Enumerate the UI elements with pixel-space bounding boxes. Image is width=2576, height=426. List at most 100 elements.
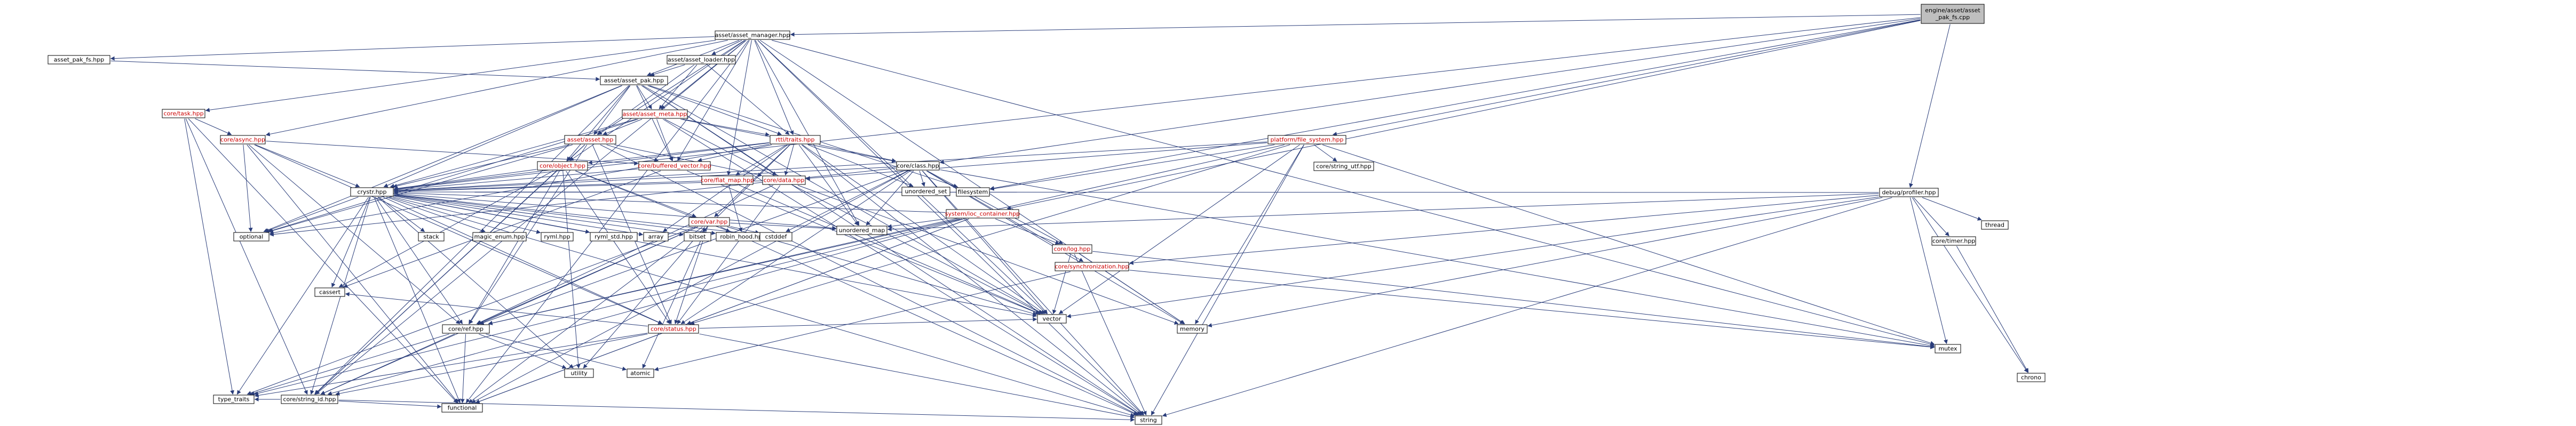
edge-object-to-crystr bbox=[393, 169, 537, 191]
edge-data-to-status bbox=[677, 185, 781, 325]
edge-var-to-umap bbox=[730, 222, 837, 231]
edge-apfs-to-ap bbox=[110, 60, 600, 82]
edge-asset-to-optional bbox=[268, 144, 573, 233]
edge-profiler-to-vector bbox=[1066, 196, 1879, 318]
node-rtraits[interactable]: rtti/traits.hpp bbox=[770, 135, 821, 144]
edge-object-to-status bbox=[566, 171, 670, 325]
node-label: crystr.hpp bbox=[357, 189, 386, 196]
node-ioc[interactable]: system/ioc_container.hpp bbox=[945, 209, 1020, 219]
node-label: bitset bbox=[689, 234, 706, 240]
edge-root-to-crystr bbox=[393, 17, 1921, 191]
node-root[interactable]: engine/asset/asset_pak_fs.cpp bbox=[1921, 4, 1985, 24]
node-label: string bbox=[1140, 417, 1157, 424]
node-label: vector bbox=[1043, 316, 1061, 323]
node-box bbox=[590, 232, 638, 242]
node-label: core/string_id.hpp bbox=[283, 396, 336, 403]
file-nodes: engine/asset/asset_pak_fs.cpp asset/asset… bbox=[47, 4, 2046, 425]
edge-status-to-vector bbox=[699, 317, 1037, 329]
node-label: core/buffered_vector.hpp bbox=[638, 163, 711, 170]
node-vector: vector bbox=[1037, 314, 1067, 324]
node-box bbox=[472, 232, 527, 242]
node-pfs[interactable]: platform/file_system.hpp bbox=[1267, 135, 1346, 144]
node-apfs[interactable]: asset_pak_fs.hpp bbox=[47, 55, 110, 65]
edge-task-to-sid bbox=[185, 118, 308, 395]
node-umap: unordered_map bbox=[836, 226, 887, 235]
edge-ref-to-utility bbox=[479, 334, 567, 369]
node-box bbox=[541, 232, 574, 242]
edge-crystr-to-robin bbox=[394, 194, 716, 235]
node-async[interactable]: core/async.hpp bbox=[220, 135, 266, 144]
node-strutf[interactable]: core/string_utf.hpp bbox=[1313, 162, 1374, 171]
edge-am-to-flat bbox=[726, 40, 752, 176]
edge-ameta-to-asset bbox=[603, 119, 643, 135]
node-asset[interactable]: asset/asset.hpp bbox=[564, 135, 616, 144]
edge-ameta-to-crystr bbox=[390, 119, 637, 188]
edge-rtraits-to-uset bbox=[807, 144, 914, 187]
node-box bbox=[622, 109, 688, 119]
edge-crystr-to-ref bbox=[375, 197, 463, 325]
node-ref[interactable]: core/ref.hpp bbox=[442, 324, 490, 334]
node-crystr[interactable]: crystr.hpp bbox=[350, 187, 394, 197]
edge-ioc-to-sid bbox=[327, 219, 964, 396]
edge-var-to-atomic bbox=[642, 227, 708, 369]
edge-var-to-ttraits bbox=[247, 227, 696, 395]
node-status[interactable]: core/status.hpp bbox=[648, 324, 699, 334]
edge-am-to-umap bbox=[755, 40, 860, 226]
edge-var-to-vector bbox=[727, 227, 1037, 316]
edge-am-to-functional bbox=[465, 40, 749, 404]
node-box bbox=[537, 161, 588, 171]
node-box bbox=[564, 368, 594, 378]
node-timer[interactable]: core/timer.hpp bbox=[1931, 236, 1976, 246]
node-label: core/async.hpp bbox=[220, 136, 265, 143]
edge-ap-to-object bbox=[566, 85, 630, 162]
node-bitset: bitset bbox=[684, 232, 711, 242]
node-sync[interactable]: core/synchronization.hpp bbox=[1055, 262, 1129, 271]
edge-crystr-to-cassert bbox=[331, 197, 370, 288]
edge-am-to-rtraits bbox=[754, 40, 794, 135]
node-box bbox=[1055, 262, 1129, 271]
edge-ioc-to-crystr bbox=[393, 190, 946, 213]
node-label: core/flat_map.hpp bbox=[701, 177, 754, 184]
node-ap[interactable]: asset/asset_pak.hpp bbox=[600, 76, 668, 85]
edge-class-to-uset bbox=[919, 171, 925, 187]
node-box bbox=[600, 76, 668, 85]
edge-root-to-fs bbox=[989, 19, 1921, 190]
node-buf[interactable]: core/buffered_vector.hpp bbox=[638, 161, 711, 171]
node-box bbox=[564, 135, 616, 144]
edge-crystr-to-optional bbox=[264, 197, 359, 232]
node-log[interactable]: core/log.hpp bbox=[1052, 244, 1092, 254]
node-box bbox=[1177, 324, 1208, 334]
node-label: core/ref.hpp bbox=[448, 326, 484, 333]
node-label: mutex bbox=[1938, 345, 1957, 352]
node-label: core/timer.hpp bbox=[1932, 238, 1975, 245]
node-class[interactable]: core/class.hpp bbox=[896, 161, 940, 171]
node-box bbox=[213, 395, 255, 404]
edge-crystr-to-utility bbox=[377, 197, 574, 369]
node-label: platform/file_system.hpp bbox=[1271, 136, 1344, 143]
edge-rtraits-to-array bbox=[662, 144, 788, 232]
edge-am-to-task bbox=[205, 40, 716, 112]
edge-class-to-mutex bbox=[940, 169, 1935, 348]
node-label: ryml_std.hpp bbox=[595, 234, 633, 240]
node-data[interactable]: core/data.hpp bbox=[762, 175, 806, 185]
node-utility: utility bbox=[564, 368, 594, 378]
node-ameta[interactable]: asset/asset_meta.hpp bbox=[622, 109, 688, 119]
edge-data-to-ref bbox=[476, 185, 773, 325]
node-flat[interactable]: core/flat_map.hpp bbox=[701, 175, 754, 185]
node-al[interactable]: asset/asset_loader.hpp bbox=[667, 55, 736, 65]
edge-ap-to-optional bbox=[263, 85, 622, 232]
node-object[interactable]: core/object.hpp bbox=[537, 161, 588, 171]
edge-pfs-to-string bbox=[1151, 144, 1305, 416]
node-array: array bbox=[643, 232, 669, 242]
node-profiler[interactable]: debug/profiler.hpp bbox=[1879, 188, 1939, 197]
node-uset: unordered_set bbox=[901, 187, 950, 196]
node-am[interactable]: asset/asset_manager.hpp bbox=[715, 30, 790, 40]
edge-crystr-to-bitset bbox=[394, 195, 684, 237]
node-var[interactable]: core/var.hpp bbox=[688, 217, 730, 227]
node-ryml: ryml.hpp bbox=[541, 232, 574, 242]
node-task[interactable]: core/task.hpp bbox=[162, 109, 205, 118]
edge-am-to-async bbox=[265, 40, 728, 136]
edge-ap-to-asset bbox=[593, 85, 631, 135]
node-label: core/object.hpp bbox=[540, 163, 585, 170]
